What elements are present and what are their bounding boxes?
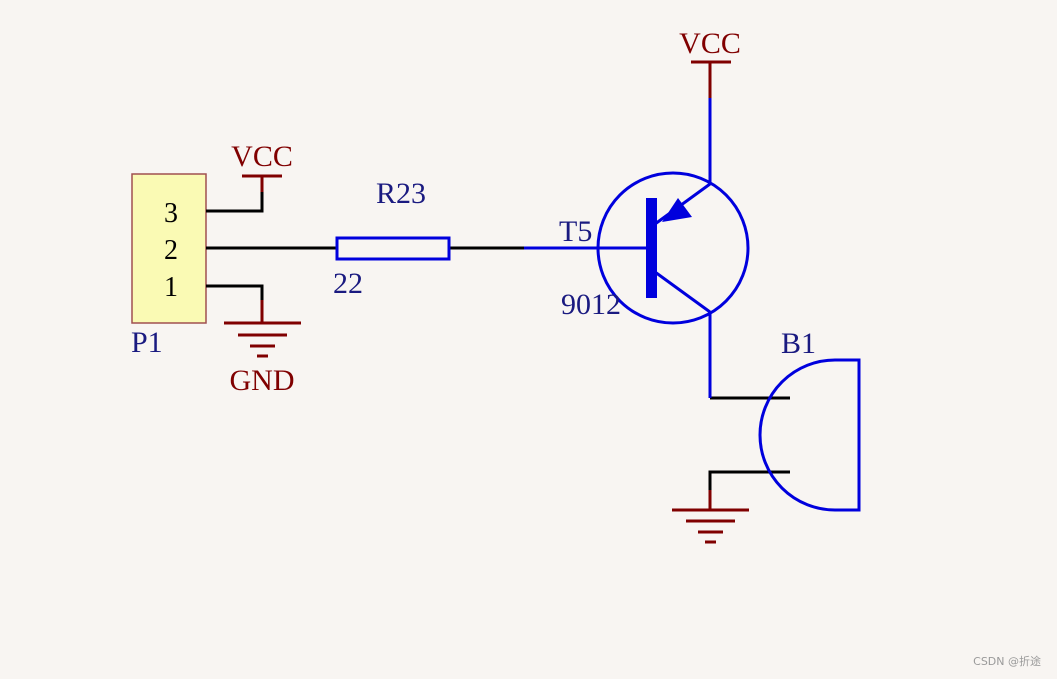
connector-body	[131, 173, 207, 324]
buzzer-designator: B1	[781, 327, 816, 360]
vcc-label-left: VCC	[231, 140, 293, 173]
base-bar	[646, 198, 657, 298]
vcc-label-right: VCC	[679, 27, 741, 60]
transistor-t5[interactable]: T5 9012	[524, 98, 750, 398]
connector-designator: P1	[131, 326, 163, 359]
resistor-body	[335, 236, 451, 261]
vcc-symbol-right	[691, 60, 731, 98]
emitter-line	[654, 182, 711, 226]
resistor-value: 22	[333, 267, 363, 300]
pin-1-label: 1	[164, 272, 178, 303]
connector-p1[interactable]: 3 2 1 P1	[131, 173, 207, 359]
buzzer-b1[interactable]: B1	[758, 327, 861, 512]
gnd-symbol-left	[224, 300, 301, 358]
wire-pin1-gnd	[206, 284, 264, 323]
buzzer-body	[758, 358, 861, 512]
emitter-arrow	[662, 198, 692, 222]
resistor-r23[interactable]: R23 22	[333, 177, 451, 300]
vcc-symbol-left	[242, 174, 282, 192]
collector-line	[654, 270, 711, 314]
resistor-designator: R23	[376, 177, 426, 210]
transistor-part: 9012	[561, 288, 621, 321]
watermark: CSDN @折途	[973, 655, 1041, 668]
pin-3-label: 3	[164, 198, 178, 229]
wire-pin3-vcc	[206, 176, 264, 213]
gnd-symbol-right	[672, 490, 749, 544]
wire-buzzer-gnd	[708, 470, 790, 510]
gnd-label: GND	[230, 364, 295, 397]
transistor-designator: T5	[559, 215, 592, 248]
wires	[206, 176, 790, 510]
pin-2-label: 2	[164, 235, 178, 266]
